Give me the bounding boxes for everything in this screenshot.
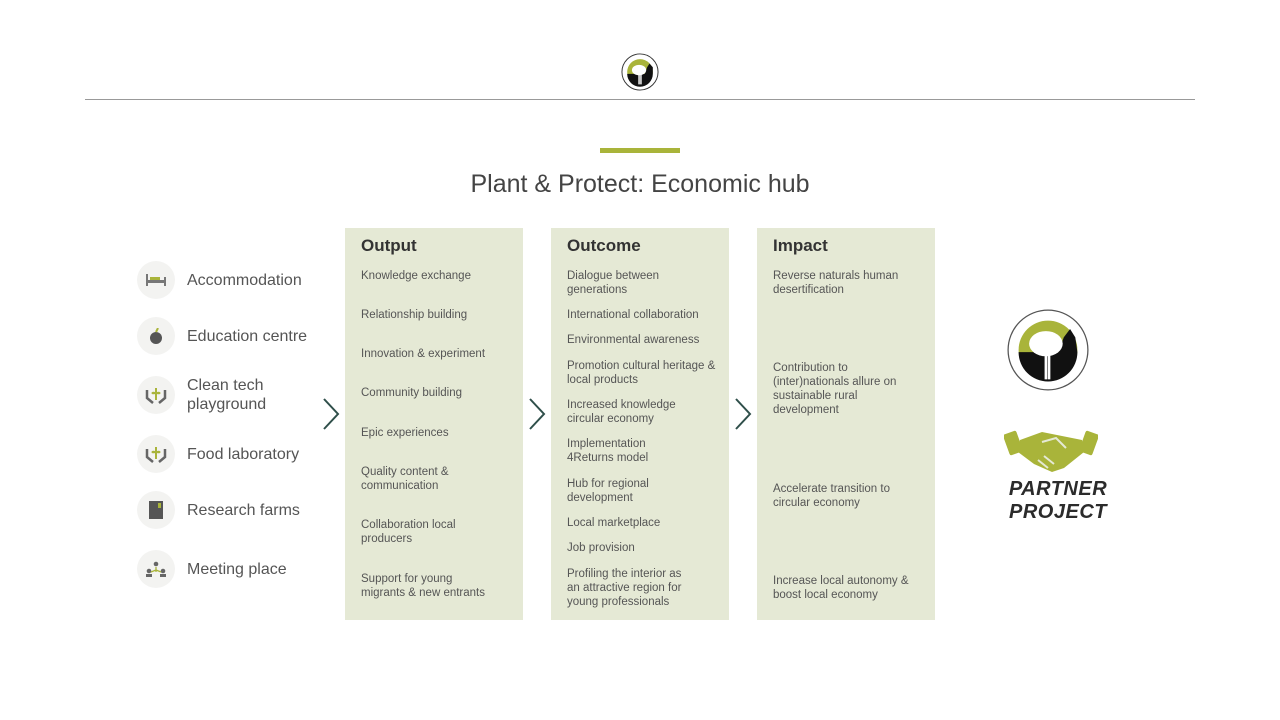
column-title: Output	[361, 236, 417, 255]
facility-accommodation: Accommodation	[137, 261, 302, 299]
list-item: Hub for regional development	[567, 478, 649, 504]
list-item: Community building	[361, 387, 462, 399]
list-item: Increase local autonomy & boost local ec…	[773, 575, 909, 601]
chevron-right-icon	[323, 398, 340, 430]
facility-clean-tech-playground: Clean tech playground	[137, 376, 297, 414]
list-item: Innovation & experiment	[361, 348, 486, 360]
list-item: Contribution to (inter)nationals allure …	[773, 362, 897, 416]
list-item: Support for young migrants & new entrant…	[361, 573, 486, 599]
list-item: Local marketplace	[567, 517, 661, 529]
handshake-icon	[1004, 430, 1098, 472]
list-item: Knowledge exchange	[361, 270, 471, 282]
impact-column: Impact Reverse naturals human desertific…	[757, 228, 935, 620]
facility-research-farms: Research farms	[137, 491, 300, 529]
list-item: Environmental awareness	[567, 334, 700, 346]
chevron-right-icon	[735, 398, 752, 430]
list-item: International collaboration	[567, 309, 699, 321]
hands-plant-icon	[137, 435, 175, 473]
list-item: Profiling the interior as an attractive …	[567, 568, 682, 608]
output-column: Output Knowledge exchange Relationship b…	[345, 228, 523, 620]
page-title: Plant & Protect: Economic hub	[470, 170, 810, 198]
list-item: Increased knowledge circular economy	[567, 399, 676, 425]
list-item: Relationship building	[361, 309, 468, 321]
list-item: Job provision	[567, 542, 635, 554]
facility-meeting-place: Meeting place	[137, 550, 287, 588]
column-title: Outcome	[567, 236, 641, 255]
apple-icon	[137, 317, 175, 355]
gonewest-logo-small	[621, 53, 659, 91]
title-accent-bar	[600, 148, 680, 153]
list-item: Epic experiences	[361, 427, 449, 439]
list-item: Accelerate transition to circular econom…	[773, 483, 890, 509]
gonewest-logo	[1007, 309, 1089, 391]
chevron-right-icon	[529, 398, 546, 430]
list-item: Promotion cultural heritage & local prod…	[567, 360, 716, 386]
partner-project-label: PARTNER PROJECT	[1008, 478, 1108, 523]
hands-plant-icon	[137, 376, 175, 414]
book-icon	[137, 491, 175, 529]
list-item: Implementation 4Returns model	[567, 438, 649, 464]
people-network-icon	[137, 550, 175, 588]
column-title: Impact	[773, 236, 828, 255]
facility-education-centre: Education centre	[137, 317, 307, 355]
list-item: Dialogue between generations	[567, 270, 660, 296]
outcome-column: Outcome Dialogue between generations Int…	[551, 228, 729, 620]
header-divider	[85, 99, 1195, 100]
bed-icon	[137, 261, 175, 299]
list-item: Collaboration local producers	[361, 519, 456, 545]
list-item: Reverse naturals human desertification	[773, 270, 899, 296]
facility-food-laboratory: Food laboratory	[137, 435, 299, 473]
list-item: Quality content & communication	[361, 466, 449, 492]
